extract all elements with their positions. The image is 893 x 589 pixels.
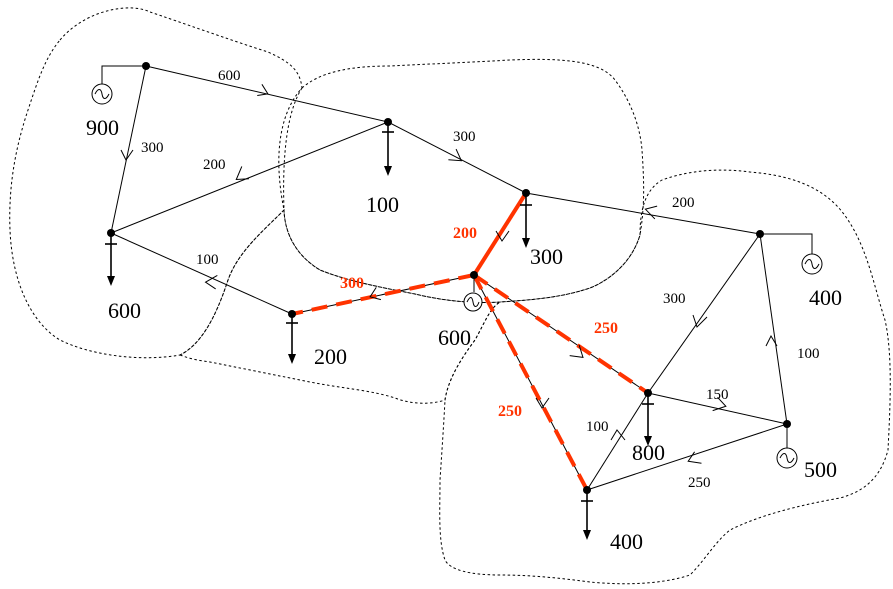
- zone-boundary-south: [178, 208, 501, 404]
- bus-value-400b: 400: [610, 529, 643, 554]
- bus-value-400a: 400: [809, 285, 842, 310]
- line-400a-to-800: [647, 233, 761, 394]
- arrow-icon-line-600b-200: [369, 287, 382, 301]
- load-arrow-icon-400b: [581, 490, 593, 540]
- line-600b-to-400b-highlight: [472, 274, 589, 491]
- zone-boundary-north-central: [283, 58, 645, 304]
- bus-node-400a: [756, 230, 764, 238]
- bus-value-900: 900: [86, 115, 119, 140]
- bus-value-200: 200: [314, 344, 347, 369]
- line-500-to-400a: [759, 233, 788, 425]
- arrow-icon-line-600b-800: [569, 344, 584, 358]
- flow-label-600b-800: 250: [594, 320, 618, 337]
- flow-label-900-100: 600: [218, 68, 241, 84]
- bus-node-400b: [583, 486, 591, 494]
- bus-nodes: [107, 62, 791, 494]
- arrow-icon-line-200-600a: [204, 274, 218, 290]
- line-400b-to-800: [586, 392, 649, 491]
- zone-boundary-west: [9, 7, 303, 359]
- generators: [91, 65, 823, 469]
- flow-label-400b-800: 100: [586, 419, 609, 435]
- bus-node-500: [783, 420, 791, 428]
- arrow-icon-line-600b-400b: [535, 397, 550, 409]
- arrow-icon-line-100-600a: [235, 166, 249, 181]
- generator-icon-600b: [463, 275, 483, 312]
- arrow-icon-line-800-500: [712, 396, 727, 412]
- load-arrow-icon-100: [382, 122, 394, 176]
- load-arrow-icon-300: [520, 193, 532, 248]
- bus-value-800: 800: [632, 440, 665, 465]
- flow-label-200-600a: 100: [196, 252, 219, 268]
- bus-value-600a: 600: [108, 298, 141, 323]
- flow-label-100-300: 300: [453, 129, 476, 145]
- arrow-icon-line-900-600a: [120, 149, 134, 161]
- generator-icon-900: [91, 65, 146, 105]
- flow-label-500-400b: 250: [688, 475, 711, 491]
- bus-value-600b: 600: [438, 325, 471, 350]
- bus-value-500: 500: [804, 457, 837, 482]
- highlighted-lines: [291, 191, 650, 491]
- bus-value-labels: 900 100 600 300 200 600 400 800 500 400: [86, 115, 842, 554]
- arrow-icon-line-900-100: [257, 84, 269, 97]
- arrow-icon-line-300-600b: [495, 230, 510, 242]
- generator-icon-500: [776, 424, 798, 469]
- load-arrow-icon-600a: [105, 233, 117, 286]
- flow-label-300-600b: 200: [453, 225, 477, 242]
- bus-node-100: [384, 118, 392, 126]
- flow-label-600b-200: 300: [340, 275, 364, 292]
- bus-node-900: [142, 62, 150, 70]
- flow-label-400a-300: 200: [672, 195, 695, 211]
- flow-label-900-600a: 300: [141, 140, 164, 156]
- line-100-to-600a: [110, 121, 389, 234]
- bus-value-100: 100: [366, 192, 399, 217]
- arrow-icon-line-500-400b: [687, 451, 702, 464]
- bus-value-300: 300: [530, 244, 563, 269]
- generator-icon-400a: [760, 233, 823, 275]
- arrow-icon-line-400b-800: [610, 429, 626, 441]
- flow-label-400a-800: 300: [663, 291, 686, 307]
- line-600b-to-200-highlight: [291, 273, 475, 316]
- line-200-to-600a: [110, 232, 293, 315]
- line-900-to-600a: [110, 65, 147, 234]
- bus-node-600a: [107, 229, 115, 237]
- line-500-to-400b: [586, 423, 788, 491]
- flow-label-800-500: 150: [706, 387, 729, 403]
- line-100-to-300: [387, 121, 527, 194]
- bus-node-200: [288, 310, 296, 318]
- zone-boundary-east: [439, 169, 891, 585]
- arrow-icon-line-100-300: [448, 148, 463, 162]
- flow-label-600b-400b: 250: [498, 403, 522, 420]
- line-300-to-600b-highlight: [472, 191, 528, 277]
- arrow-icon-line-500-400a: [765, 334, 778, 347]
- load-arrow-icon-800: [642, 393, 654, 446]
- flow-arrows: [120, 84, 778, 464]
- arrow-icon-line-400a-300: [644, 205, 658, 220]
- line-600b-to-800-highlight: [472, 273, 650, 395]
- load-arrow-icon-200: [286, 314, 298, 364]
- flow-label-500-400a: 100: [797, 346, 820, 362]
- arrow-icon-line-400a-800: [692, 314, 708, 328]
- flow-label-100-600a: 200: [203, 157, 226, 173]
- zone-boundaries: [9, 7, 891, 585]
- loads: [105, 122, 654, 540]
- bus-node-800: [644, 389, 652, 397]
- bus-node-600b: [470, 271, 478, 279]
- line-400a-to-300: [525, 192, 761, 235]
- bus-node-300: [522, 189, 530, 197]
- flow-labels: 600 300 200 300 100 200 300 100 150 250 …: [141, 68, 820, 491]
